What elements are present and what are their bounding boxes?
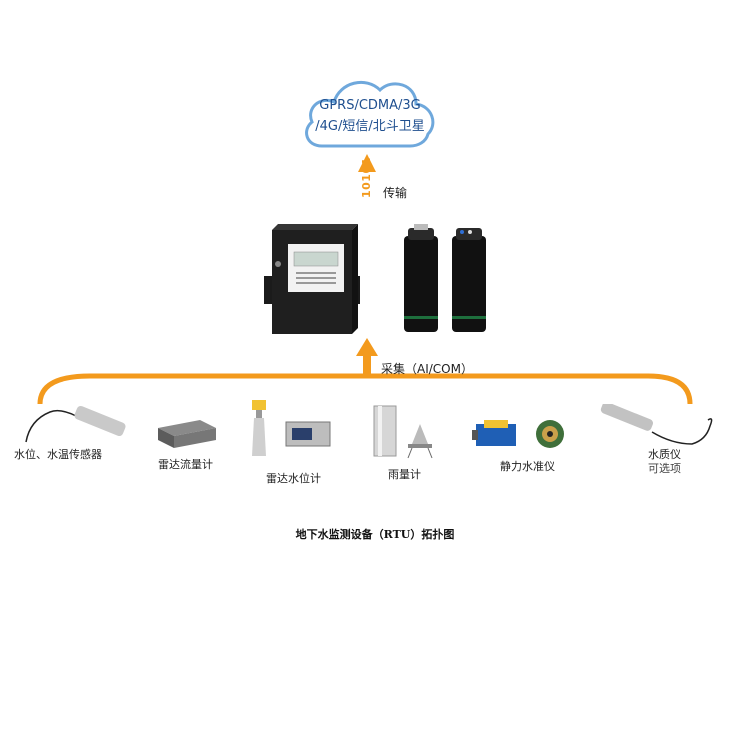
cloud-icon: [305, 80, 435, 148]
data-bits-text: 10101: [360, 157, 373, 198]
diagram-caption: 地下水监测设备（RTU）拓扑图: [295, 528, 455, 541]
collect-label: 采集（AI/COM）: [381, 362, 473, 376]
sensor-label-water-level: 水位、水温传感器: [14, 448, 102, 461]
rain-gauge-image: [373, 405, 433, 459]
radar-level-meter-image: [252, 400, 331, 456]
water-quality-probe-image: [600, 404, 713, 445]
sensor-label-rain-gauge: 雨量计: [388, 468, 421, 481]
rtu-device-image: [264, 224, 360, 334]
sensor-sublabel-optional: 可选项: [648, 462, 681, 475]
collect-arrow-stem: [363, 354, 371, 376]
collection-bus-line: [37, 373, 693, 405]
hydrostatic-level-image: [472, 420, 564, 448]
data-logger-cylinders-image: [404, 224, 486, 332]
cloud-network: GPRS/CDMA/3G /4G/短信/北斗卫星: [300, 68, 440, 152]
sensor-label-water-quality: 水质仪: [648, 448, 681, 461]
sensor-label-radar-flowmeter: 雷达流量计: [158, 458, 213, 471]
data-bits: 10101: [356, 157, 378, 214]
water-level-probe-image: [25, 405, 126, 443]
cloud-network-line2: /4G/短信/北斗卫星: [315, 119, 425, 134]
transfer-label: 传输: [383, 186, 408, 200]
cloud-network-line1: GPRS/CDMA/3G: [319, 98, 421, 113]
collect-arrow-head: [356, 338, 378, 356]
sensor-label-radar-level-meter: 雷达水位计: [266, 472, 321, 485]
radar-flowmeter-image: [158, 420, 216, 448]
sensor-label-hydrostatic-level: 静力水准仪: [500, 460, 555, 473]
